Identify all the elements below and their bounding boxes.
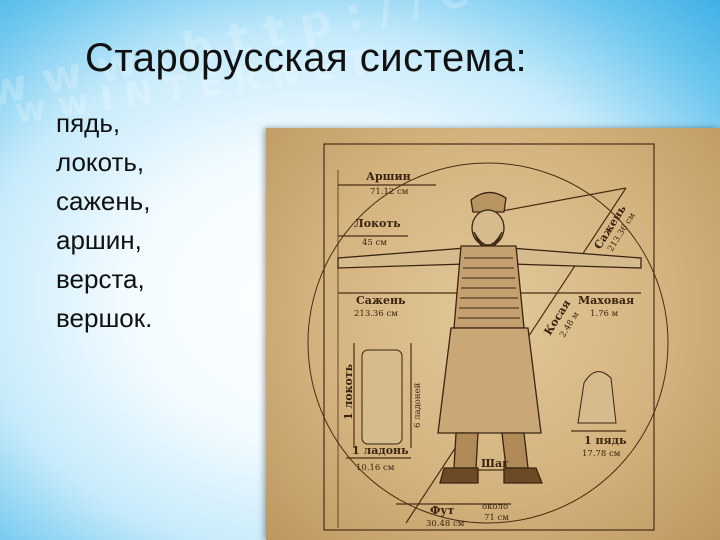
list-item: локоть, [56, 143, 152, 182]
label-one-ladon-value: 10.16 см [356, 463, 395, 473]
label-one-pyad-value: 17.78 см [582, 449, 621, 459]
list-item: сажень, [56, 182, 152, 221]
label-one-ladon: 1 ладонь [352, 444, 409, 457]
label-okolo: около [482, 502, 508, 512]
vitruvian-figure-drawing: Аршин 71.12 см Локоть 45 см Сажень 213.3… [266, 128, 720, 540]
label-six-ladoney: 6 ладоней [413, 382, 423, 428]
label-fut-value: 30.48 см [426, 519, 465, 529]
list-item: верста, [56, 260, 152, 299]
label-lokot-value: 45 см [362, 238, 387, 248]
slide-title: Старорусская система: [85, 36, 527, 81]
list-item: вершок. [56, 299, 152, 338]
label-one-lokot: 1 локоть [342, 363, 355, 420]
label-makhovaya-value: 1.76 м [590, 309, 619, 319]
sazhen-diag-line [491, 188, 626, 213]
list-item: аршин, [56, 221, 152, 260]
label-lokot: Локоть [354, 217, 401, 230]
label-arshin: Аршин [366, 170, 411, 183]
label-sazhen-value: 213.36 см [354, 309, 398, 319]
label-sazhen: Сажень [356, 294, 406, 307]
label-makhovaya: Маховая [578, 294, 634, 307]
label-one-pyad: 1 пядь [584, 434, 627, 447]
unit-list: пядь, локоть, сажень, аршин, верста, вер… [56, 104, 152, 338]
label-okolo-value: 71 см [484, 513, 509, 523]
list-item: пядь, [56, 104, 152, 143]
label-fut: Фут [430, 504, 454, 517]
label-shag: Шаг [481, 457, 509, 470]
measurement-illustration: Аршин 71.12 см Локоть 45 см Сажень 213.3… [266, 128, 720, 540]
label-arshin-value: 71.12 см [370, 187, 409, 197]
